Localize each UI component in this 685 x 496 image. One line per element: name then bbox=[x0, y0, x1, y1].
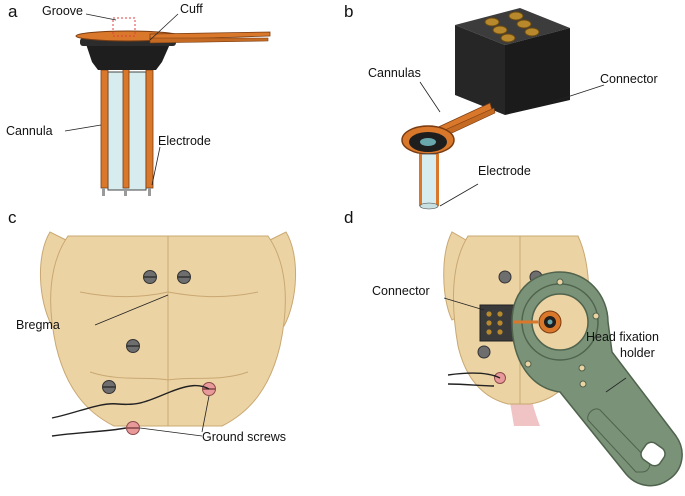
connector-left-face bbox=[455, 25, 505, 115]
coronal-suture bbox=[79, 291, 259, 298]
panel-c-letter: c bbox=[8, 208, 17, 227]
panel-a-letter: a bbox=[8, 2, 18, 21]
cannula-leader bbox=[64, 124, 102, 132]
ground-leader-1 bbox=[201, 395, 210, 433]
electrode-wire bbox=[145, 69, 154, 189]
tip-right bbox=[148, 188, 151, 196]
cannula-label: Cannula bbox=[6, 124, 53, 138]
cuff-body bbox=[86, 44, 170, 70]
head-fixation-label-line2: holder bbox=[620, 346, 655, 360]
holder-end-hole bbox=[640, 441, 666, 467]
connector-d bbox=[479, 304, 515, 342]
connector-right-face bbox=[505, 28, 570, 115]
electrode-label-a: Electrode bbox=[158, 134, 211, 148]
cannulas-leader bbox=[419, 81, 441, 113]
bregma-label: Bregma bbox=[16, 318, 60, 332]
connector-label-b: Connector bbox=[600, 72, 658, 86]
panel-d-letter: d bbox=[344, 208, 354, 227]
groove-leader bbox=[85, 13, 117, 21]
panel-c-skull bbox=[39, 231, 297, 437]
panel-b-assembly bbox=[401, 8, 605, 210]
ground-leader-2 bbox=[139, 427, 203, 437]
cuff-label: Cuff bbox=[180, 2, 203, 16]
cuff-leader bbox=[149, 13, 179, 41]
connector-label-d: Connector bbox=[372, 284, 430, 298]
head-fixation-label-line1: Head fixation bbox=[586, 330, 659, 344]
tip-center bbox=[124, 188, 127, 196]
panel-b-letter: b bbox=[344, 2, 354, 21]
ground-wire-1 bbox=[51, 384, 210, 419]
ground-wire-2 bbox=[51, 427, 127, 437]
holder-leader bbox=[605, 377, 627, 393]
connector-leader bbox=[551, 84, 605, 103]
connector-top bbox=[455, 8, 570, 45]
ground-screws-label: Ground screws bbox=[202, 430, 287, 444]
groove-label: Groove bbox=[42, 4, 83, 18]
connector-pins bbox=[484, 11, 540, 43]
bregma-leader bbox=[94, 294, 169, 326]
panel-d-assembly bbox=[443, 231, 683, 487]
electrode-leader-b bbox=[439, 183, 479, 207]
cannula-left bbox=[100, 69, 109, 189]
electrode-label-b: Electrode bbox=[478, 164, 531, 178]
electrode-leader bbox=[151, 146, 161, 186]
skull-screws bbox=[102, 270, 191, 394]
implant-tube bbox=[419, 153, 439, 207]
cannula-center bbox=[122, 49, 130, 189]
tip-left bbox=[102, 188, 105, 196]
panel-a-implant bbox=[64, 13, 271, 196]
connector-d-leader bbox=[443, 297, 485, 311]
cannulas-label: Cannulas bbox=[368, 66, 421, 80]
